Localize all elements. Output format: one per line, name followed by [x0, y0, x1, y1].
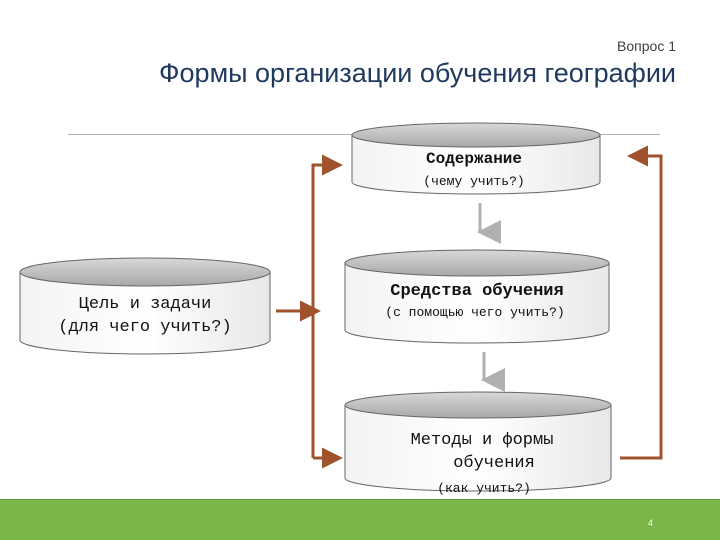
cylinder-content: Содержание (чему учить?) [351, 122, 601, 195]
content-title: Содержание [426, 150, 522, 168]
bracket-left-up-arrow [311, 154, 343, 458]
goal-line1: Цель и задачи [79, 295, 212, 314]
means-title: Средства обучения [390, 282, 563, 301]
cylinder-means: Средства обучения (с помощью чего учить?… [344, 249, 610, 344]
cylinder-methods: Методы и формы обучения (как учить?) [344, 391, 612, 496]
methods-subtitle: (как учить?) [437, 481, 531, 496]
goal-line2: (для чего учить?) [58, 318, 231, 337]
methods-line1: Методы и формы [411, 431, 554, 450]
bracket-right-arrow [620, 145, 663, 460]
slide-title: Формы организации обучения географии [159, 58, 676, 88]
content-subtitle: (чему учить?) [423, 174, 524, 189]
question-label: Вопрос 1 [617, 38, 676, 54]
page-number: 4 [648, 518, 654, 528]
methods-line2: обучения [453, 454, 535, 473]
cylinder-goal: Цель и задачи (для чего учить?) [19, 257, 271, 355]
footer-bar [0, 500, 720, 540]
means-subtitle: (с помощью чего учить?) [385, 305, 564, 320]
